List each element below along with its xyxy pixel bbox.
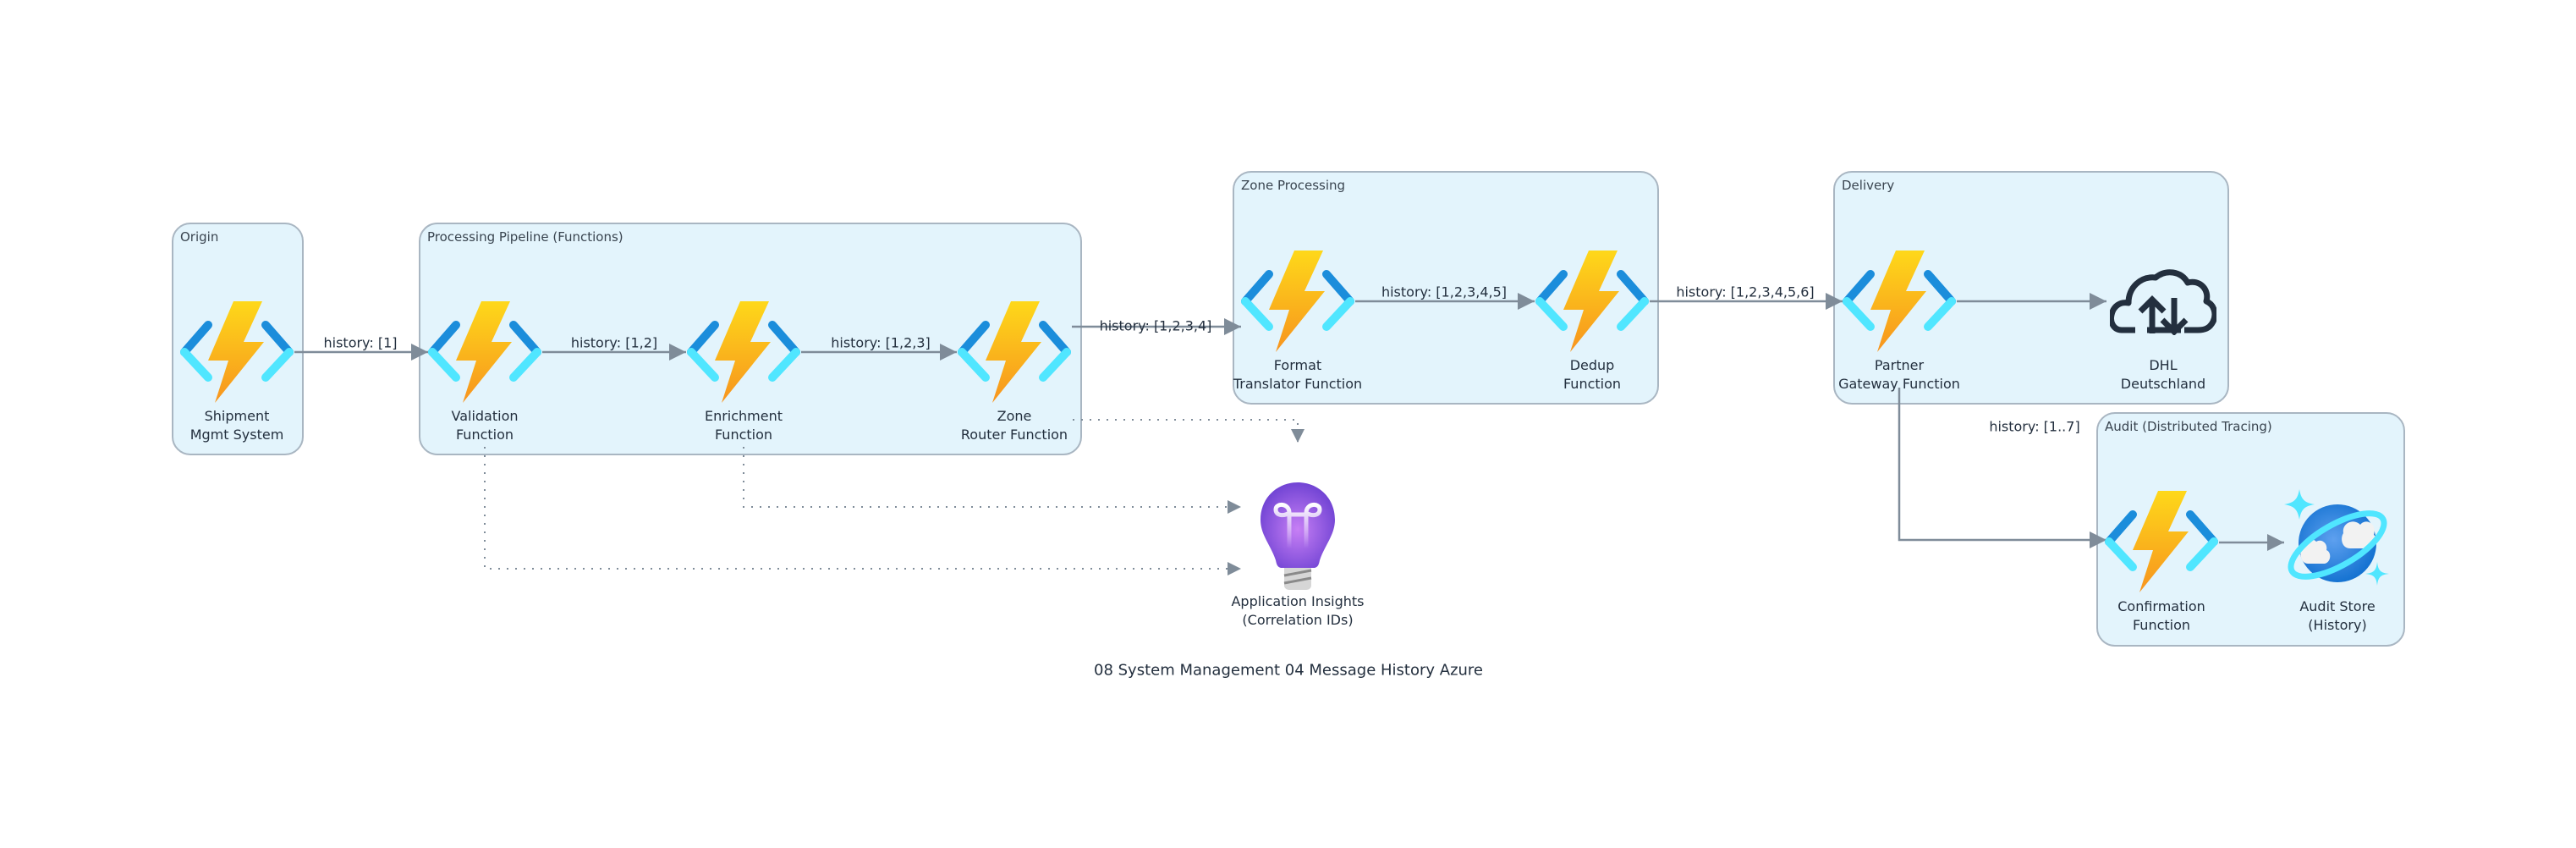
node-label: DHL Deutschland bbox=[2053, 356, 2273, 394]
node-label-line1: Application Insights bbox=[1231, 593, 1365, 609]
node-label-line1: Zone bbox=[997, 408, 1032, 424]
node-label-line1: Enrichment bbox=[704, 408, 783, 424]
edge-label-shipment-validation: history: [1] bbox=[323, 334, 398, 351]
application-insights-icon bbox=[1259, 482, 1337, 594]
group-label: Delivery bbox=[1842, 178, 1895, 193]
azure-function-icon bbox=[1240, 251, 1355, 355]
node-label-line1: Audit Store bbox=[2299, 598, 2376, 614]
edge-label-format-dedup: history: [1,2,3,4,5] bbox=[1381, 284, 1508, 300]
edge-label-dedup-partner: history: [1,2,3,4,5,6] bbox=[1676, 284, 1815, 300]
azure-function-icon bbox=[179, 301, 294, 406]
node-label-line2: Function bbox=[714, 427, 773, 443]
group-label: Zone Processing bbox=[1241, 178, 1346, 193]
group-label: Processing Pipeline (Functions) bbox=[427, 229, 623, 245]
node-label-line2: Router Function bbox=[960, 427, 1068, 443]
edge-label-enrichment-router: history: [1,2,3] bbox=[831, 334, 931, 351]
node-label-line2: (History) bbox=[2308, 617, 2367, 633]
node-label-line1: Partner bbox=[1874, 357, 1925, 373]
azure-function-icon bbox=[686, 301, 801, 406]
node-label: Audit Store (History) bbox=[2227, 597, 2447, 635]
node-label-line1: Shipment bbox=[204, 408, 270, 424]
node-label-line1: Confirmation bbox=[2117, 598, 2205, 614]
edge-label-validation-enrichment: history: [1,2] bbox=[570, 334, 658, 351]
azure-function-icon bbox=[957, 301, 1072, 406]
node-label-line2: (Correlation IDs) bbox=[1242, 612, 1354, 628]
group-label: Audit (Distributed Tracing) bbox=[2105, 419, 2272, 434]
node-label-line2: Translator Function bbox=[1233, 376, 1363, 392]
azure-function-icon bbox=[427, 301, 542, 406]
node-label-line1: Dedup bbox=[1569, 357, 1615, 373]
cloud-upload-download-icon bbox=[2108, 267, 2218, 339]
edge-label-router-format: history: [1,2,3,4] bbox=[1099, 317, 1212, 334]
azure-function-icon bbox=[1535, 251, 1650, 355]
node-label: Application Insights (Correlation IDs) bbox=[1188, 592, 1408, 630]
azure-function-icon bbox=[2104, 491, 2219, 596]
diagram-title: 08 System Management 04 Message History … bbox=[1093, 661, 1484, 680]
edge-label-partner-confirmation: history: [1..7] bbox=[1989, 418, 2080, 435]
node-label-line1: DHL bbox=[2149, 357, 2178, 373]
azure-function-icon bbox=[1842, 251, 1957, 355]
node-label-line2: Function bbox=[2132, 617, 2191, 633]
node-label-line1: Format bbox=[1273, 357, 1322, 373]
group-label: Origin bbox=[180, 229, 219, 245]
node-label-line2: Mgmt System bbox=[189, 427, 284, 443]
node-label-line2: Function bbox=[1563, 376, 1622, 392]
node-label-line2: Deutschland bbox=[2120, 376, 2206, 392]
node-label-line2: Gateway Function bbox=[1838, 376, 1960, 392]
cosmos-db-icon bbox=[2282, 489, 2392, 597]
node-label-line2: Function bbox=[455, 427, 514, 443]
node-label-line1: Validation bbox=[451, 408, 519, 424]
